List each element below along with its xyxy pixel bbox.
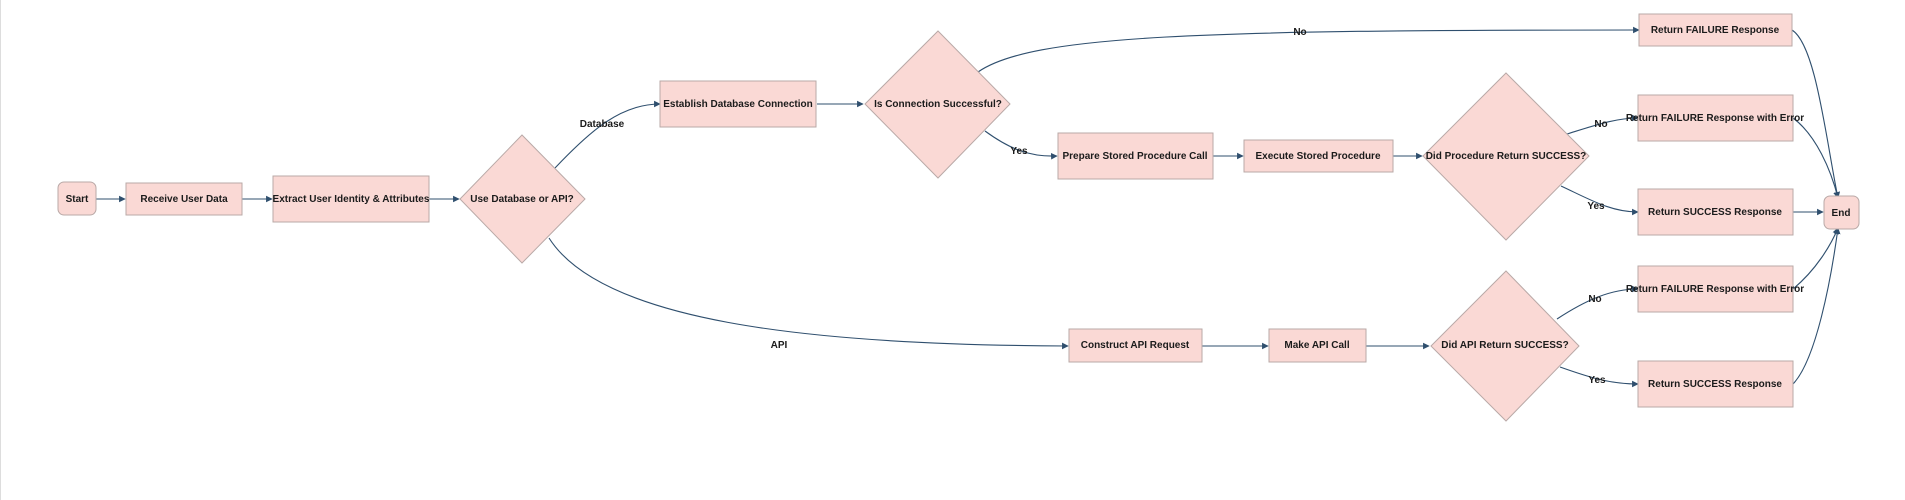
edge-successapi-to-end (1792, 227, 1841, 385)
edge-apiok-to-successapi (1559, 366, 1639, 388)
edge-label-conn-no: No (1293, 27, 1306, 38)
nodes: Start Receive User Data Extract User Ide… (57, 13, 1860, 422)
node-decision-db-or-api[interactable]: Use Database or API? (459, 134, 586, 264)
edge-failconn-to-end (1791, 29, 1841, 199)
node-return-failure-api-label: Return FAILURE Response with Error (1626, 284, 1804, 295)
node-decision-procedure-success[interactable]: Did Procedure Return SUCCESS? (1422, 72, 1590, 241)
node-extract-identity-label: Extract User Identity & Attributes (273, 194, 430, 205)
node-start-label: Start (66, 194, 89, 205)
node-return-success-api-label: Return SUCCESS Response (1648, 379, 1782, 390)
node-return-failure-api[interactable]: Return FAILURE Response with Error (1626, 265, 1804, 313)
node-receive-user-data[interactable]: Receive User Data (125, 182, 243, 216)
node-extract-identity[interactable]: Extract User Identity & Attributes (272, 175, 430, 223)
edges (80, 26, 1841, 388)
edge-procok-to-successproc (1560, 185, 1639, 216)
node-return-failure-connection-label: Return FAILURE Response (1651, 25, 1780, 36)
node-decision-procedure-success-label: Did Procedure Return SUCCESS? (1426, 151, 1587, 162)
node-return-failure-procedure[interactable]: Return FAILURE Response with Error (1626, 94, 1804, 142)
edge-labels: Database API No Yes No Yes No Yes (580, 27, 1608, 386)
edge-procok-to-failproc (1566, 114, 1639, 135)
node-establish-db-connection[interactable]: Establish Database Connection (659, 80, 817, 128)
node-return-failure-procedure-label: Return FAILURE Response with Error (1626, 113, 1804, 124)
node-return-success-procedure-label: Return SUCCESS Response (1648, 207, 1782, 218)
edge-connok-to-failconn (977, 26, 1640, 73)
node-prepare-stored-procedure[interactable]: Prepare Stored Procedure Call (1057, 132, 1214, 180)
edge-label-api-yes: Yes (1588, 375, 1606, 386)
node-decision-api-success-label: Did API Return SUCCESS? (1441, 340, 1568, 351)
node-receive-user-data-label: Receive User Data (140, 194, 228, 205)
node-start[interactable]: Start (57, 181, 97, 216)
edge-decision-to-establish (554, 100, 661, 169)
node-make-api-call[interactable]: Make API Call (1268, 328, 1367, 363)
edge-label-database: Database (580, 119, 625, 130)
node-decision-api-success[interactable]: Did API Return SUCCESS? (1430, 270, 1580, 422)
node-decision-connection-ok[interactable]: Is Connection Successful? (864, 30, 1011, 179)
node-end[interactable]: End (1823, 195, 1860, 230)
node-return-success-api[interactable]: Return SUCCESS Response (1637, 360, 1794, 408)
node-end-label: End (1832, 208, 1851, 219)
edge-label-proc-yes: Yes (1587, 201, 1605, 212)
node-execute-stored-procedure[interactable]: Execute Stored Procedure (1243, 139, 1394, 173)
node-decision-db-or-api-label: Use Database or API? (470, 194, 574, 205)
node-execute-stored-procedure-label: Execute Stored Procedure (1255, 151, 1380, 162)
edge-label-proc-no: No (1594, 119, 1607, 130)
node-construct-api-request-label: Construct API Request (1081, 340, 1190, 351)
node-construct-api-request[interactable]: Construct API Request (1068, 328, 1203, 363)
edge-label-api: API (771, 340, 788, 351)
edge-failproc-to-end (1792, 117, 1840, 199)
edge-failapi-to-end (1792, 227, 1839, 290)
node-prepare-stored-procedure-label: Prepare Stored Procedure Call (1062, 151, 1207, 162)
edge-apiok-to-failapi (1556, 285, 1639, 320)
edge-label-conn-yes: Yes (1010, 146, 1028, 157)
node-establish-db-connection-label: Establish Database Connection (663, 99, 812, 110)
edge-label-api-no: No (1588, 294, 1601, 305)
node-return-failure-connection[interactable]: Return FAILURE Response (1638, 13, 1793, 47)
node-decision-connection-ok-label: Is Connection Successful? (874, 99, 1002, 110)
node-return-success-procedure[interactable]: Return SUCCESS Response (1637, 188, 1794, 236)
edge-connok-to-prepare (984, 130, 1058, 160)
node-make-api-call-label: Make API Call (1284, 340, 1349, 351)
edge-decision-to-construct (548, 237, 1069, 350)
